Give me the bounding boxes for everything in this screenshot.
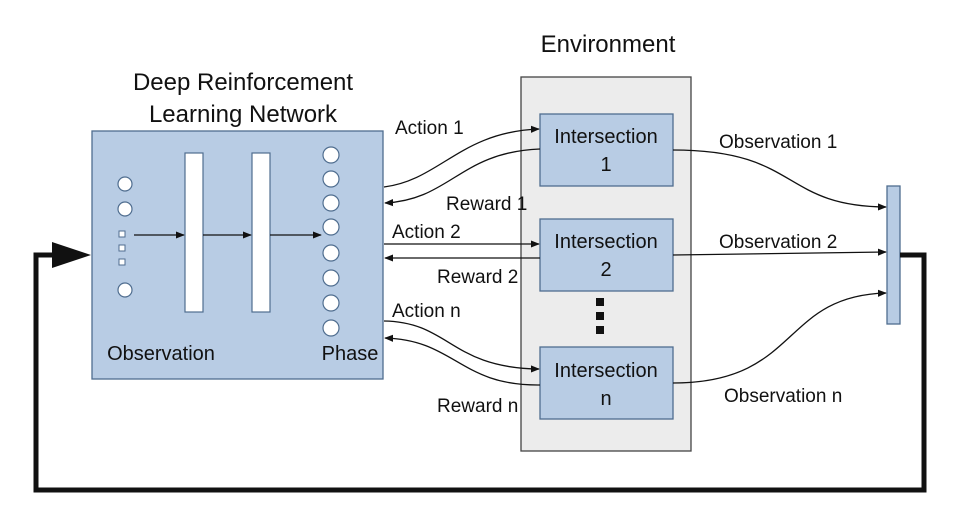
observation-n-arrow [672,289,887,384]
intersection-2-box [539,218,674,292]
output-nodes [322,146,340,337]
output-node [322,170,340,188]
input-node [117,176,133,192]
intersection-n-box [539,346,674,420]
action-2-label: Action 2 [392,222,461,243]
intersection-1-label-line2: 1 [600,154,611,176]
reward-1-label: Reward 1 [446,194,527,215]
environment-title: Environment [541,31,676,58]
reward-n-arrow [384,334,541,386]
intersection-2-label-line2: 2 [600,259,611,281]
feedback-loop-arrowhead [52,242,91,268]
network-input-label: Observation [107,343,215,365]
intersection-ellipsis [596,298,604,334]
input-node [117,201,133,217]
output-node [322,319,340,337]
observation-1-label: Observation 1 [719,132,837,153]
reward-2-label: Reward 2 [437,267,518,288]
hidden-layer-1 [184,152,204,313]
feedback-loop-line [33,252,927,493]
observation-2-arrow [672,248,887,256]
action-n-label: Action n [392,301,461,322]
reward-1-arrow [384,148,541,207]
action-1-label: Action 1 [395,118,464,139]
intersection-2-label-line1: Intersection [554,231,657,253]
action-1-arrow [383,125,540,188]
observation-1-arrow [672,149,887,211]
output-node [322,194,340,212]
output-node [322,244,340,262]
input-ellipsis-dot [118,230,126,238]
intersection-1-box [539,113,674,187]
intersection-n-label-line1: Intersection [554,360,657,382]
output-node [322,218,340,236]
observation-aggregator-bar [886,185,901,325]
observation-2-label: Observation 2 [719,232,837,253]
drl-title-line1: Deep Reinforcement [133,69,353,96]
output-node [322,269,340,287]
output-node [322,294,340,312]
drl-title-line2: Learning Network [149,101,338,128]
intersection-n-label-line2: n [600,388,611,410]
observation-n-label: Observation n [724,386,842,407]
hidden-layer-2 [251,152,271,313]
intersection-1-label-line1: Intersection [554,126,657,148]
input-ellipsis-dot [118,244,126,252]
action-n-arrow [383,320,540,373]
network-output-label: Phase [322,343,379,365]
input-nodes [117,176,133,298]
input-node [117,282,133,298]
input-ellipsis-dot [118,258,126,266]
reward-n-label: Reward n [437,396,518,417]
output-node [322,146,340,164]
